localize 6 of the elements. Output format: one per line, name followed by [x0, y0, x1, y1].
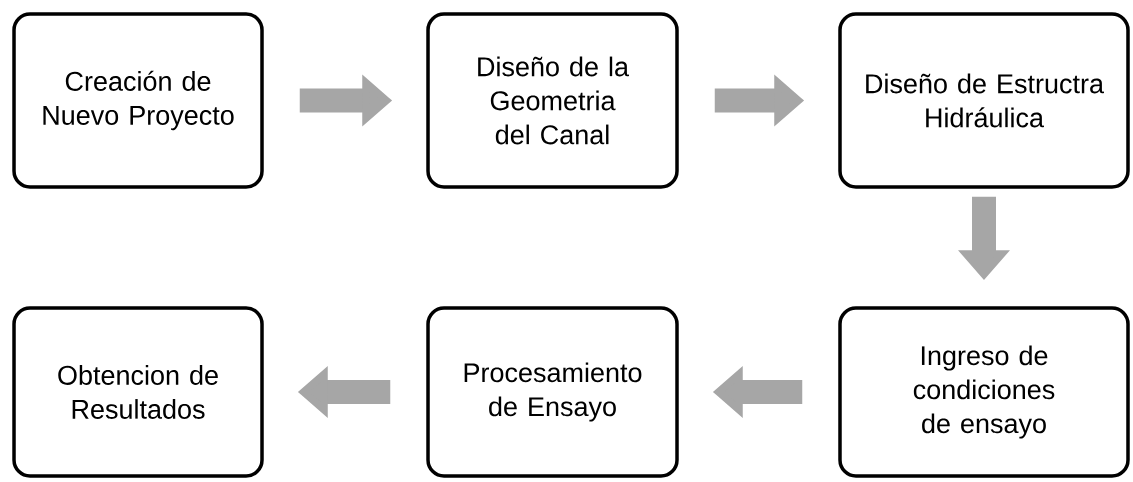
process-box: Obtencion de Resultados: [12, 306, 264, 478]
process-box: Diseño de la Geometria del Canal: [426, 12, 679, 189]
process-box: Procesamiento de Ensayo: [426, 306, 679, 478]
process-box: Creación de Nuevo Proyecto: [12, 12, 264, 189]
process-box: Diseño de Estructra Hidráulica: [838, 12, 1130, 189]
process-box: Ingreso de condiciones de ensayo: [838, 306, 1130, 478]
